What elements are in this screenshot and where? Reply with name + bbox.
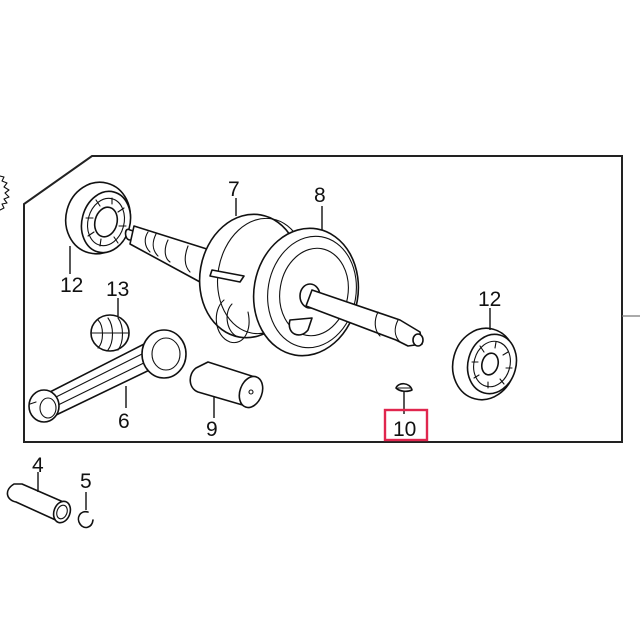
part-10-woodruff-key[interactable] — [395, 382, 413, 393]
part-4-piston-pin[interactable] — [6, 483, 73, 525]
part-12-right-bearing[interactable] — [445, 321, 524, 407]
callout-5[interactable]: 5 — [80, 470, 92, 493]
part-12-left-bearing[interactable] — [58, 175, 138, 261]
part-6-connecting-rod[interactable] — [28, 329, 187, 423]
part-13-needle-bearing[interactable] — [90, 314, 130, 352]
callout-12-left[interactable]: 12 — [60, 274, 83, 297]
callout-8[interactable]: 8 — [314, 184, 326, 207]
gear-fragment-icon — [0, 175, 10, 211]
part-5-piston-pin-clip[interactable] — [77, 510, 94, 529]
callout-6[interactable]: 6 — [118, 410, 130, 433]
crankshaft-left-shaft — [124, 225, 211, 283]
callout-4[interactable]: 4 — [32, 454, 44, 477]
callout-7[interactable]: 7 — [228, 178, 240, 201]
crankshaft-right-shaft — [305, 289, 424, 347]
part-9-crank-pin[interactable] — [189, 361, 267, 411]
assembly-frame — [23, 155, 640, 443]
callout-13[interactable]: 13 — [106, 278, 129, 301]
callout-12-right[interactable]: 12 — [478, 288, 501, 311]
highlight-box-10 — [383, 408, 429, 442]
callout-10[interactable]: 10 — [393, 418, 416, 441]
callout-9[interactable]: 9 — [206, 418, 218, 441]
